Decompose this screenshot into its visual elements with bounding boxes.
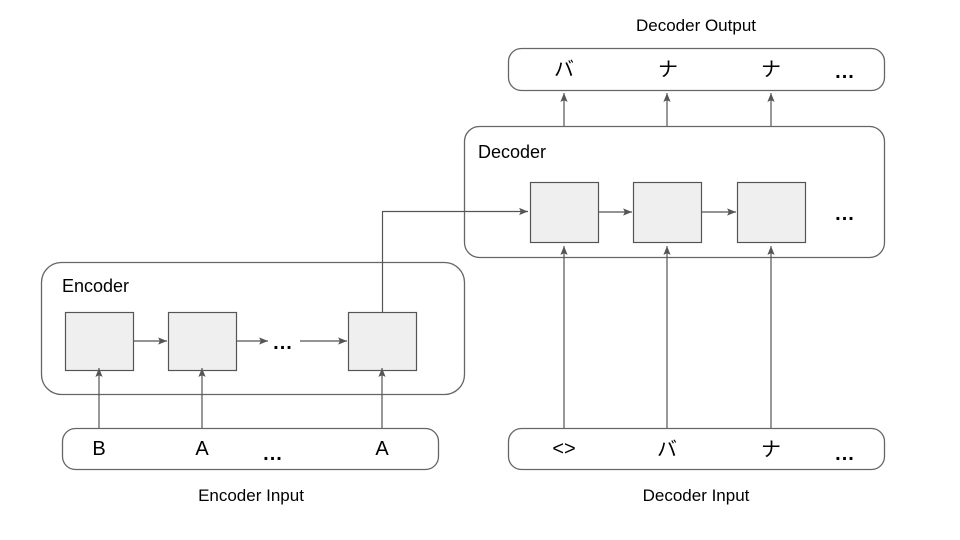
decoder-output-token-1: バ: [554, 57, 574, 81]
decoder-output-title: Decoder Output: [635, 16, 756, 35]
decoder-cells-ellipsis: ...: [835, 203, 855, 225]
decoder-input-token-3: ナ: [761, 437, 781, 461]
encoder-input-token-3-ellipsis: ...: [263, 443, 283, 465]
context-vector-connector: [381, 207, 528, 313]
decoder-output-token-3: ナ: [761, 57, 781, 81]
decoder-cell-2: [632, 181, 703, 244]
decoder-input-token-1: <>: [552, 438, 576, 460]
decoder-input-caption: Decoder Input: [642, 486, 750, 505]
decoder-output-token-4-ellipsis: ...: [835, 61, 855, 83]
encoder-cell-3: [347, 311, 418, 372]
encoder-input-caption: Encoder Input: [198, 486, 304, 505]
decoder-box-label: Decoder: [478, 142, 547, 162]
encoder-input-token-1: B: [92, 438, 106, 460]
encoder-cell-2: [167, 311, 238, 372]
decoder-cell-3: [736, 181, 807, 244]
decoder-cell-1: [529, 181, 600, 244]
decoder-output-token-2: ナ: [658, 57, 678, 81]
encoder-cells-ellipsis: ...: [273, 332, 293, 354]
decoder-input-token-2: バ: [657, 437, 677, 461]
encoder-cell-1: [64, 311, 135, 372]
encoder-input-token-4: A: [375, 438, 389, 460]
decoder-input-token-4-ellipsis: ...: [835, 443, 855, 465]
encoder-input-token-2: A: [195, 438, 209, 460]
encoder-box-label: Encoder: [62, 276, 130, 296]
